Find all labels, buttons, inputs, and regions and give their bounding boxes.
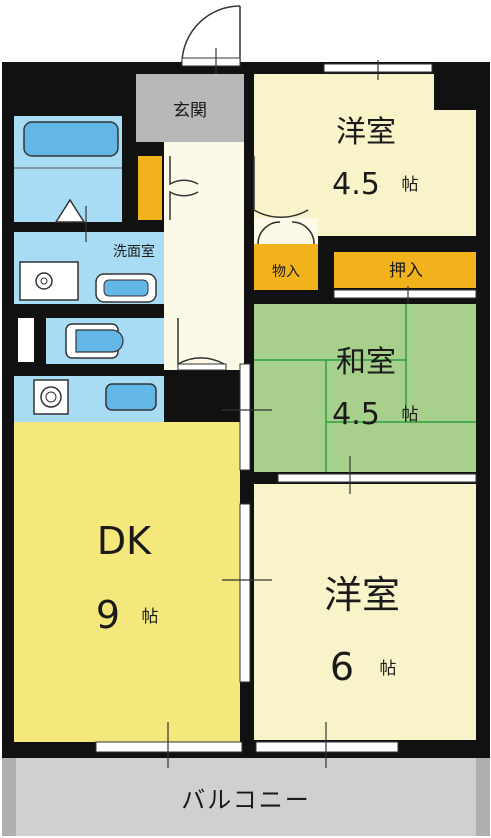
- kitchen-sink-icon: [105, 383, 157, 411]
- toilet-icon: [65, 323, 124, 359]
- toilet-shelf: [18, 318, 34, 362]
- closet-mononyu-label: 物入: [272, 264, 300, 280]
- dk-floor: [14, 422, 240, 742]
- hall-floor: [164, 142, 244, 370]
- balcony-label: バルコニー: [181, 786, 311, 814]
- closet-mononyu-top: [254, 218, 318, 244]
- western-room-2-unit: 帖: [380, 659, 397, 679]
- closet-oshiire-label: 押入: [389, 261, 423, 281]
- western-room-2-name: 洋室: [324, 573, 400, 617]
- stove-icon: [33, 379, 69, 415]
- western-room-2-size: 6: [330, 645, 354, 689]
- western-room-1-unit: 帖: [402, 175, 419, 195]
- tatami-lines: [254, 304, 476, 472]
- entrance-label: 玄関: [173, 101, 207, 121]
- washitsu-size: 4.5: [332, 397, 380, 432]
- window-markers: [85, 48, 409, 768]
- washitsu-floor: [254, 304, 476, 472]
- washitsu-unit: 帖: [402, 405, 419, 425]
- balcony-rail-left: [2, 758, 16, 836]
- bathtub-icon: [23, 121, 119, 157]
- balcony-floor: [2, 758, 490, 836]
- bath-door-icon: [54, 198, 86, 223]
- closet-mononyu-floor: [254, 244, 318, 290]
- dk-size: 9: [96, 593, 120, 637]
- western-room-1-size: 4.5: [332, 167, 380, 202]
- dk-unit: 帖: [142, 607, 159, 627]
- balcony-rail-right: [476, 758, 490, 836]
- shoe-cabinet: [138, 156, 162, 220]
- western-room-1-name: 洋室: [336, 115, 396, 150]
- closet-oshiire-floor: [334, 252, 476, 288]
- washitsu-name: 和室: [336, 345, 396, 380]
- washroom-label: 洗面室: [113, 243, 155, 260]
- western-room-1-floor: [254, 74, 476, 236]
- dk-name: DK: [97, 519, 152, 563]
- western-room-2-floor: [254, 484, 476, 740]
- front-door-icon: [181, 5, 241, 63]
- washing-machine-icon: [19, 261, 79, 301]
- entrance-floor: [136, 74, 244, 142]
